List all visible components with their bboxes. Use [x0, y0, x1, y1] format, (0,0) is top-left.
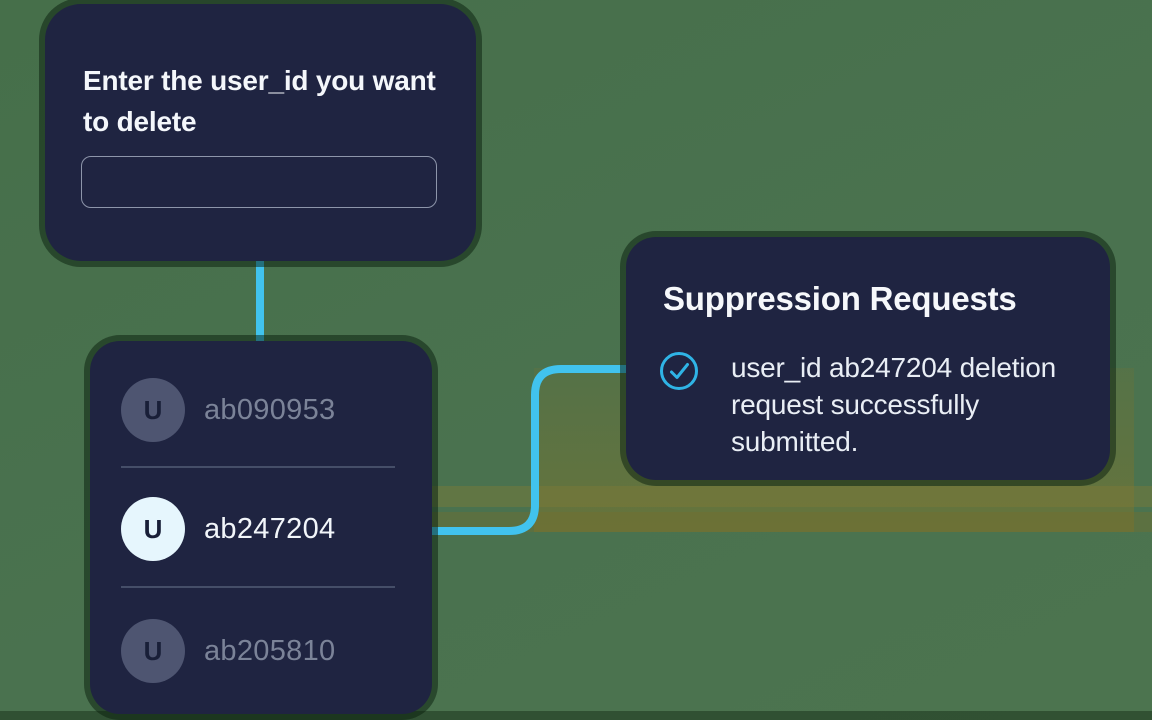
- user-list-item-selected[interactable]: U ab247204: [121, 497, 401, 561]
- delete-prompt-card: Enter the user_id you want to delete: [45, 4, 476, 261]
- user-id-label: ab090953: [204, 393, 336, 426]
- user-avatar-icon: U: [121, 619, 185, 683]
- user-id-input[interactable]: [81, 156, 437, 208]
- list-divider: [121, 586, 395, 588]
- card-title: Suppression Requests: [663, 280, 1017, 317]
- list-divider: [121, 466, 395, 468]
- check-circle-icon: [660, 352, 698, 390]
- user-list-item[interactable]: U ab205810: [121, 619, 401, 683]
- avatar-initial: U: [143, 394, 163, 425]
- background-stripe: [428, 486, 1152, 507]
- status-message: user_id ab247204 deletion request succes…: [731, 352, 1057, 457]
- suppression-requests-card: Suppression Requests user_id ab247204 de…: [626, 237, 1110, 480]
- prompt-title: Enter the user_id you want to delete: [83, 65, 436, 137]
- avatar-initial: U: [143, 635, 163, 666]
- background-bottom-band: [0, 711, 1152, 720]
- avatar-initial: U: [143, 513, 163, 544]
- user-avatar-icon: U: [121, 378, 185, 442]
- background-stripe: [428, 512, 1152, 532]
- connector-elbow-line: [432, 365, 628, 535]
- user-avatar-icon: U: [121, 497, 185, 561]
- user-id-label: ab205810: [204, 634, 336, 667]
- status-row: user_id ab247204 deletion request succes…: [659, 349, 1063, 460]
- user-id-label: ab247204: [204, 512, 336, 545]
- connector-vertical-line: [256, 260, 264, 344]
- user-list-item[interactable]: U ab090953: [121, 378, 401, 442]
- user-list-card: U ab090953 U ab247204 U ab205810: [90, 341, 432, 714]
